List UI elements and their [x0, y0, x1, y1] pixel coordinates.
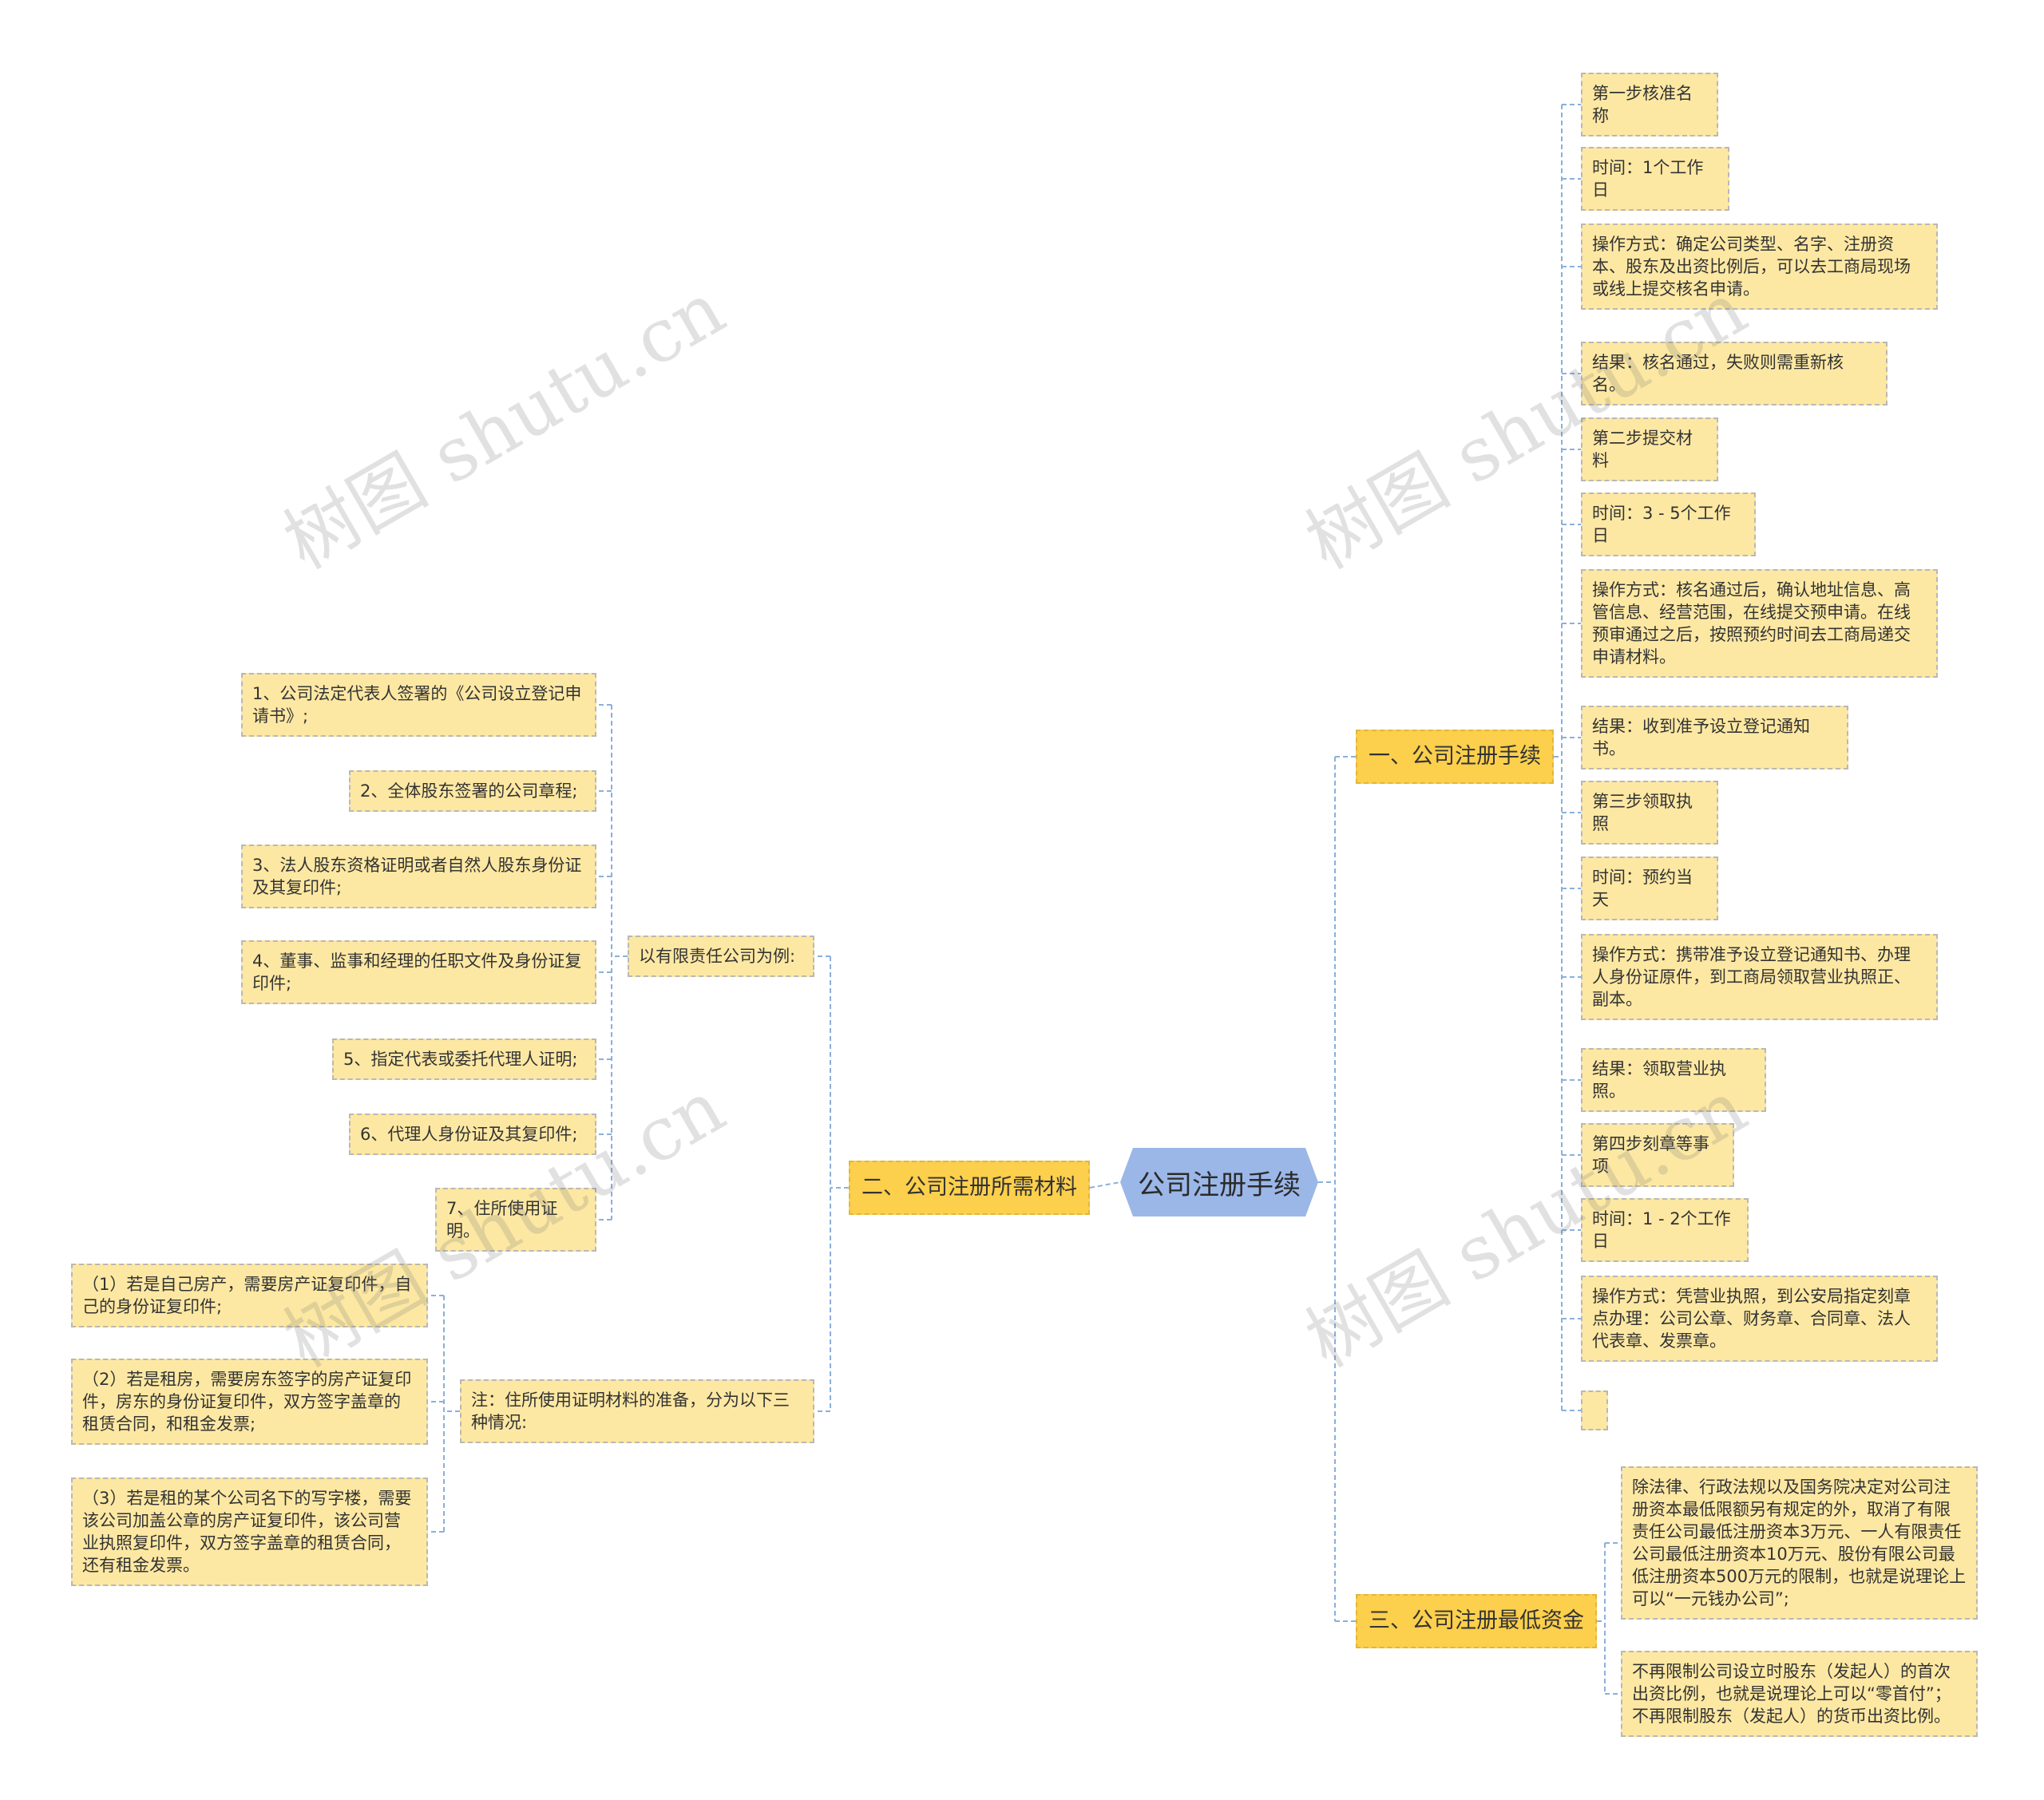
residence-case-1[interactable]: （1）若是自己房产，需要房产证复印件，自己的身份证复印件; [71, 1264, 428, 1327]
root-label: 公司注册手续 [1138, 1169, 1301, 1201]
step1-operation[interactable]: 操作方式：确定公司类型、名字、注册资本、股东及出资比例后，可以去工商局现场或线上… [1581, 224, 1938, 310]
branch-minimum-capital[interactable]: 三、公司注册最低资金 [1356, 1594, 1597, 1648]
material-item-5[interactable]: 5、指定代表或委托代理人证明; [332, 1038, 596, 1080]
step2-result[interactable]: 结果：收到准予设立登记通知书。 [1581, 706, 1848, 769]
branch-label: 二、公司注册所需材料 [862, 1175, 1077, 1200]
root-node[interactable]: 公司注册手续 [1120, 1148, 1318, 1216]
residence-case-3[interactable]: （3）若是租的某个公司名下的写字楼，需要该公司加盖公章的房产证复印件，该公司营业… [71, 1478, 428, 1586]
empty-topic[interactable] [1581, 1391, 1608, 1430]
step3-operation[interactable]: 操作方式：携带准予设立登记通知书、办理人身份证原件，到工商局领取营业执照正、副本… [1581, 934, 1938, 1020]
material-item-1[interactable]: 1、公司法定代表人签署的《公司设立登记申请书》; [241, 673, 596, 737]
step3-title[interactable]: 第三步领取执照 [1581, 781, 1718, 845]
material-item-2[interactable]: 2、全体股东签署的公司章程; [349, 770, 596, 812]
step2-operation[interactable]: 操作方式：核名通过后，确认地址信息、高管信息、经营范围，在线提交预申请。在线预审… [1581, 569, 1938, 678]
step3-time[interactable]: 时间：预约当天 [1581, 856, 1718, 920]
group-residence-note[interactable]: 注：住所使用证明材料的准备，分为以下三种情况: [460, 1379, 814, 1443]
capital-note-2[interactable]: 不再限制公司设立时股东（发起人）的首次出资比例，也就是说理论上可以“零首付”；不… [1621, 1651, 1978, 1737]
step1-result[interactable]: 结果：核名通过，失败则需重新核名。 [1581, 342, 1888, 405]
step4-title[interactable]: 第四步刻章等事项 [1581, 1123, 1734, 1187]
step3-result[interactable]: 结果：领取营业执照。 [1581, 1048, 1766, 1112]
root-hexagon-shape [1120, 1148, 1318, 1216]
step2-title[interactable]: 第二步提交材料 [1581, 417, 1718, 481]
branch-required-materials[interactable]: 二、公司注册所需材料 [849, 1161, 1090, 1215]
branch-label: 三、公司注册最低资金 [1369, 1608, 1584, 1633]
material-item-3[interactable]: 3、法人股东资格证明或者自然人股东身份证及其复印件; [241, 845, 596, 908]
group-llc-example[interactable]: 以有限责任公司为例: [628, 936, 814, 977]
step2-time[interactable]: 时间：3 - 5个工作日 [1581, 493, 1756, 556]
residence-case-2[interactable]: （2）若是租房，需要房东签字的房产证复印件，房东的身份证复印件，双方签字盖章的租… [71, 1359, 428, 1445]
step4-operation[interactable]: 操作方式：凭营业执照，到公安局指定刻章点办理：公司公章、财务章、合同章、法人代表… [1581, 1276, 1938, 1362]
material-item-4[interactable]: 4、董事、监事和经理的任职文件及身份证复印件; [241, 940, 596, 1004]
connector-line [1089, 1181, 1121, 1189]
step1-title[interactable]: 第一步核准名称 [1581, 73, 1718, 136]
capital-note-1[interactable]: 除法律、行政法规以及国务院决定对公司注册资本最低限额另有规定的外，取消了有限责任… [1621, 1466, 1978, 1620]
material-item-7[interactable]: 7、住所使用证明。 [435, 1188, 596, 1252]
step4-time[interactable]: 时间：1 - 2个工作日 [1581, 1198, 1749, 1262]
material-item-6[interactable]: 6、代理人身份证及其复印件; [349, 1114, 596, 1155]
branch-label: 一、公司注册手续 [1369, 744, 1541, 769]
branch-registration-procedure[interactable]: 一、公司注册手续 [1356, 730, 1554, 784]
step1-time[interactable]: 时间：1个工作日 [1581, 147, 1729, 211]
